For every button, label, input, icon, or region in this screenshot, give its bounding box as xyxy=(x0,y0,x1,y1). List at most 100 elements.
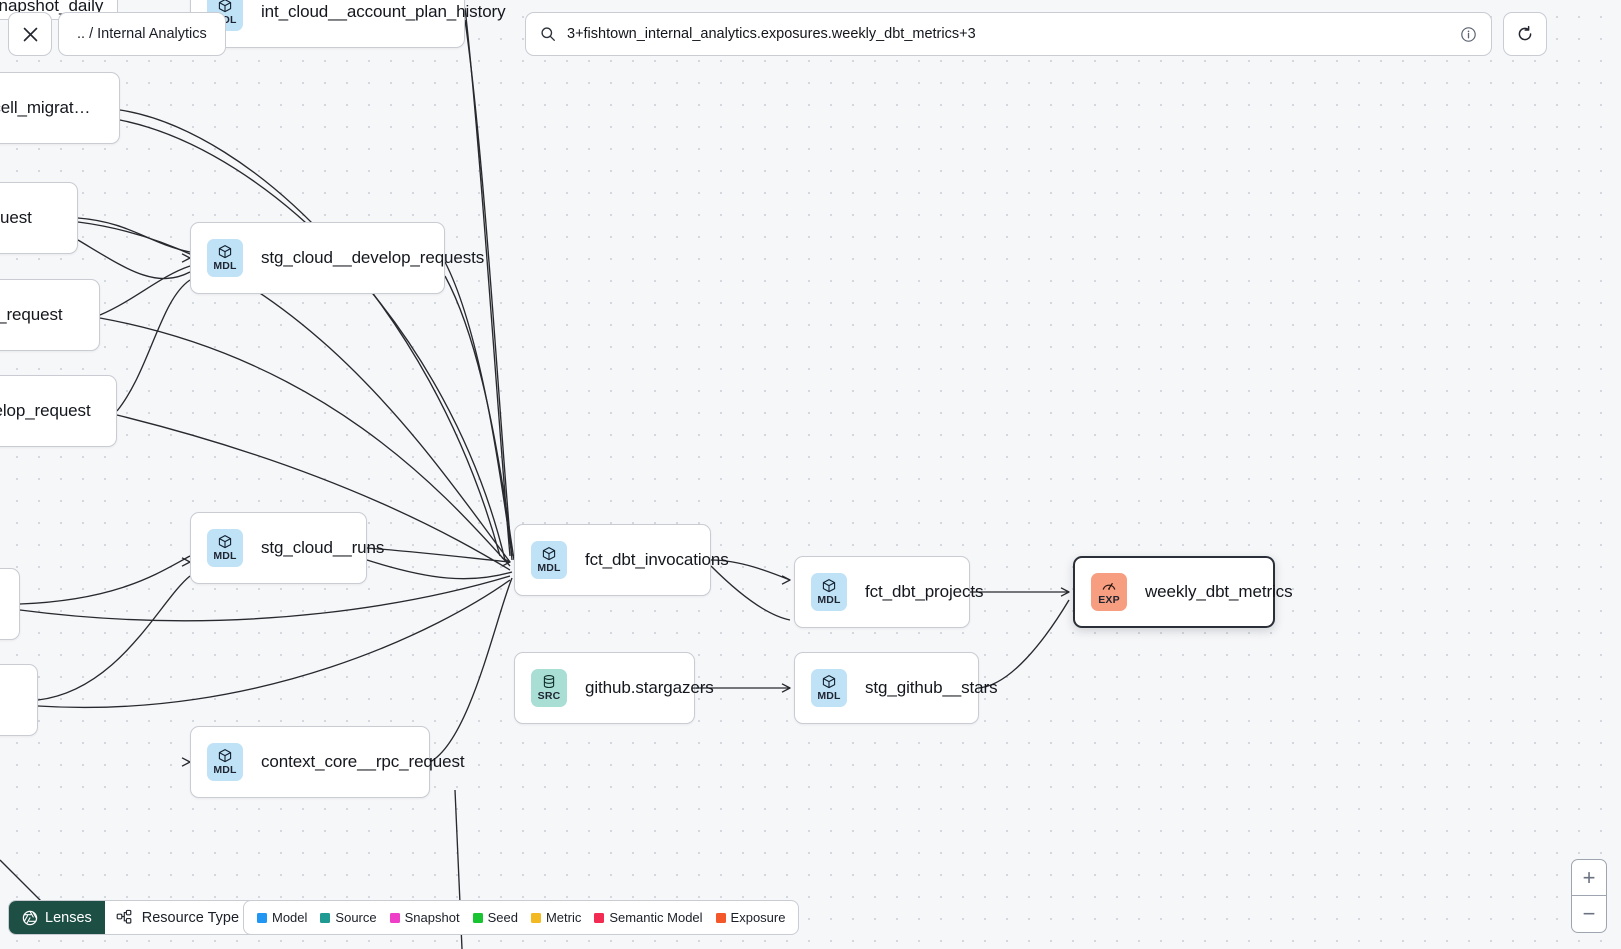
lineage-node-label: stg_cloud__develop_requests xyxy=(261,248,485,267)
legend-label: Seed xyxy=(487,910,518,925)
lineage-edge xyxy=(444,261,513,557)
lenses-button[interactable]: Lenses xyxy=(9,901,105,934)
lineage-node-label: weekly_dbt_metrics xyxy=(1145,582,1293,601)
lineage-node-stg_github_stars[interactable]: MDL stg_github__stars xyxy=(794,652,998,724)
legend-label: Snapshot xyxy=(404,910,460,925)
lineage-edge xyxy=(37,575,191,701)
info-icon[interactable] xyxy=(1460,26,1477,43)
lineage-edge xyxy=(19,555,191,605)
lineage-node-label: fct_dbt_projects xyxy=(865,582,984,601)
legend-swatch-icon xyxy=(530,912,541,923)
src-badge-icon: SRC xyxy=(531,669,567,707)
minus-icon: − xyxy=(1582,901,1596,926)
breadcrumb-label: .. / Internal Analytics xyxy=(77,26,207,42)
edge-arrowhead-icon xyxy=(781,683,791,693)
hierarchy-icon xyxy=(116,909,132,924)
lineage-node-label: stg_github__stars xyxy=(865,678,998,697)
close-icon xyxy=(23,27,37,41)
resource-type-dropdown[interactable]: Resource Type xyxy=(105,901,273,934)
legend-label: Model xyxy=(272,910,308,925)
lineage-node-label: stg_cloud__runs xyxy=(261,538,385,557)
legend-item-exposure[interactable]: Exposure xyxy=(715,910,786,925)
edge-arrowhead-icon xyxy=(1060,587,1070,597)
lineage-node-velop_request[interactable]: velop_request xyxy=(0,279,100,351)
edge-arrowhead-icon xyxy=(781,575,791,585)
lineage-edge xyxy=(429,577,513,763)
edge-arrowhead-icon xyxy=(181,757,191,767)
search-input[interactable] xyxy=(567,26,1460,42)
plus-icon: + xyxy=(1582,864,1596,890)
lineage-node-github_stargazers[interactable]: SRC github.stargazers xyxy=(514,652,714,724)
mdl-badge-icon: MDL xyxy=(811,669,847,707)
lineage-edge xyxy=(77,217,191,253)
edge-arrowhead-icon xyxy=(501,557,511,567)
edge-arrowhead-icon xyxy=(181,557,191,567)
mdl-badge-label: MDL xyxy=(213,550,237,562)
zoom-controls: + − xyxy=(1571,859,1607,933)
legend-item-metric[interactable]: Metric xyxy=(530,910,582,925)
lineage-node-label: multicell_migrat… xyxy=(0,98,91,117)
mdl-badge-label: MDL xyxy=(817,594,841,606)
lineage-node-weekly_dbt_metrics[interactable]: EXP weekly_dbt_metrics xyxy=(1073,556,1293,628)
edge-arrowhead-icon xyxy=(181,253,191,263)
lineage-node-develop_request[interactable]: _develop_request xyxy=(0,375,117,447)
legend-swatch-icon xyxy=(320,912,331,923)
lineage-node-multicell_migrat[interactable]: multicell_migrat… xyxy=(0,72,120,144)
legend-label: Source xyxy=(335,910,377,925)
mdl-badge-icon: MDL xyxy=(531,541,567,579)
lineage-node-label: github.stargazers xyxy=(585,678,714,697)
lineage-node-stg_cloud_develop_requests[interactable]: MDL stg_cloud__develop_requests xyxy=(190,222,484,294)
mdl-badge-label: MDL xyxy=(817,690,841,702)
lineage-node-fct_dbt_projects[interactable]: MDL fct_dbt_projects xyxy=(794,556,984,628)
lineage-edge xyxy=(119,109,501,557)
lineage-node-fct_dbt_invocations[interactable]: MDL fct_dbt_invocations xyxy=(514,524,729,596)
lineage-search-bar[interactable] xyxy=(525,12,1492,56)
close-button[interactable] xyxy=(8,12,52,56)
legend-label: Exposure xyxy=(730,910,786,925)
refresh-icon xyxy=(1518,25,1532,41)
legend-label: Metric xyxy=(545,910,582,925)
legend-item-semantic-model[interactable]: Semantic Model xyxy=(594,910,703,925)
mdl-badge-label: MDL xyxy=(213,764,237,776)
lineage-node-label: context_core__rpc_request xyxy=(261,752,465,771)
zoom-out-button[interactable]: − xyxy=(1572,896,1606,932)
lineage-edge xyxy=(464,19,513,561)
lineage-node-label: velop_request xyxy=(0,305,63,324)
legend-swatch-icon xyxy=(594,912,605,923)
lineage-edge xyxy=(977,599,1070,689)
lineage-edge xyxy=(77,239,191,280)
lineage-node-int_cloud_account_plan_history[interactable]: MDLint_cloud__account_plan_history xyxy=(190,0,506,48)
legend-item-snapshot[interactable]: Snapshot xyxy=(389,910,460,925)
mdl-badge-icon: MDL xyxy=(207,743,243,781)
legend-item-source[interactable]: Source xyxy=(320,910,377,925)
refresh-button[interactable] xyxy=(1503,12,1547,56)
lineage-node-left_n[interactable]: n xyxy=(0,568,20,640)
zoom-in-button[interactable]: + xyxy=(1572,860,1606,896)
lenses-label: Lenses xyxy=(45,909,92,926)
legend-swatch-icon xyxy=(472,912,483,923)
exp-badge-icon: EXP xyxy=(1091,573,1127,611)
search-icon xyxy=(540,26,556,42)
resource-type-legend: Model Source Snapshot Seed Metric Semantic Mo… xyxy=(243,900,800,935)
lineage-edge xyxy=(99,265,191,316)
lineage-edge xyxy=(366,547,511,563)
lineage-edge xyxy=(37,579,511,709)
legend-swatch-icon xyxy=(257,912,267,923)
lineage-node-label: fct_dbt_invocations xyxy=(585,550,729,569)
lenses-toolbar: Lenses Resource Type xyxy=(8,900,275,935)
breadcrumb[interactable]: .. / Internal Analytics xyxy=(58,12,226,56)
lineage-edge xyxy=(116,279,191,412)
legend-item-model[interactable]: Model xyxy=(257,910,307,925)
lineage-node-context_core_rpc_request[interactable]: MDL context_core__rpc_request xyxy=(190,726,465,798)
lineage-node-p_request[interactable]: p_request xyxy=(0,182,78,254)
lineage-node-left_run[interactable]: .run xyxy=(0,664,38,736)
mdl-badge-icon: MDL xyxy=(207,239,243,277)
src-badge-label: SRC xyxy=(537,690,561,702)
lineage-node-stg_cloud_runs[interactable]: MDL stg_cloud__runs xyxy=(190,512,384,584)
legend-item-seed[interactable]: Seed xyxy=(472,910,518,925)
lineage-node-label: int_cloud__account_plan_history xyxy=(261,2,506,21)
background-node-label: snapshot_daily xyxy=(0,0,104,15)
mdl-badge-label: MDL xyxy=(537,562,561,574)
lineage-edge xyxy=(444,275,515,561)
